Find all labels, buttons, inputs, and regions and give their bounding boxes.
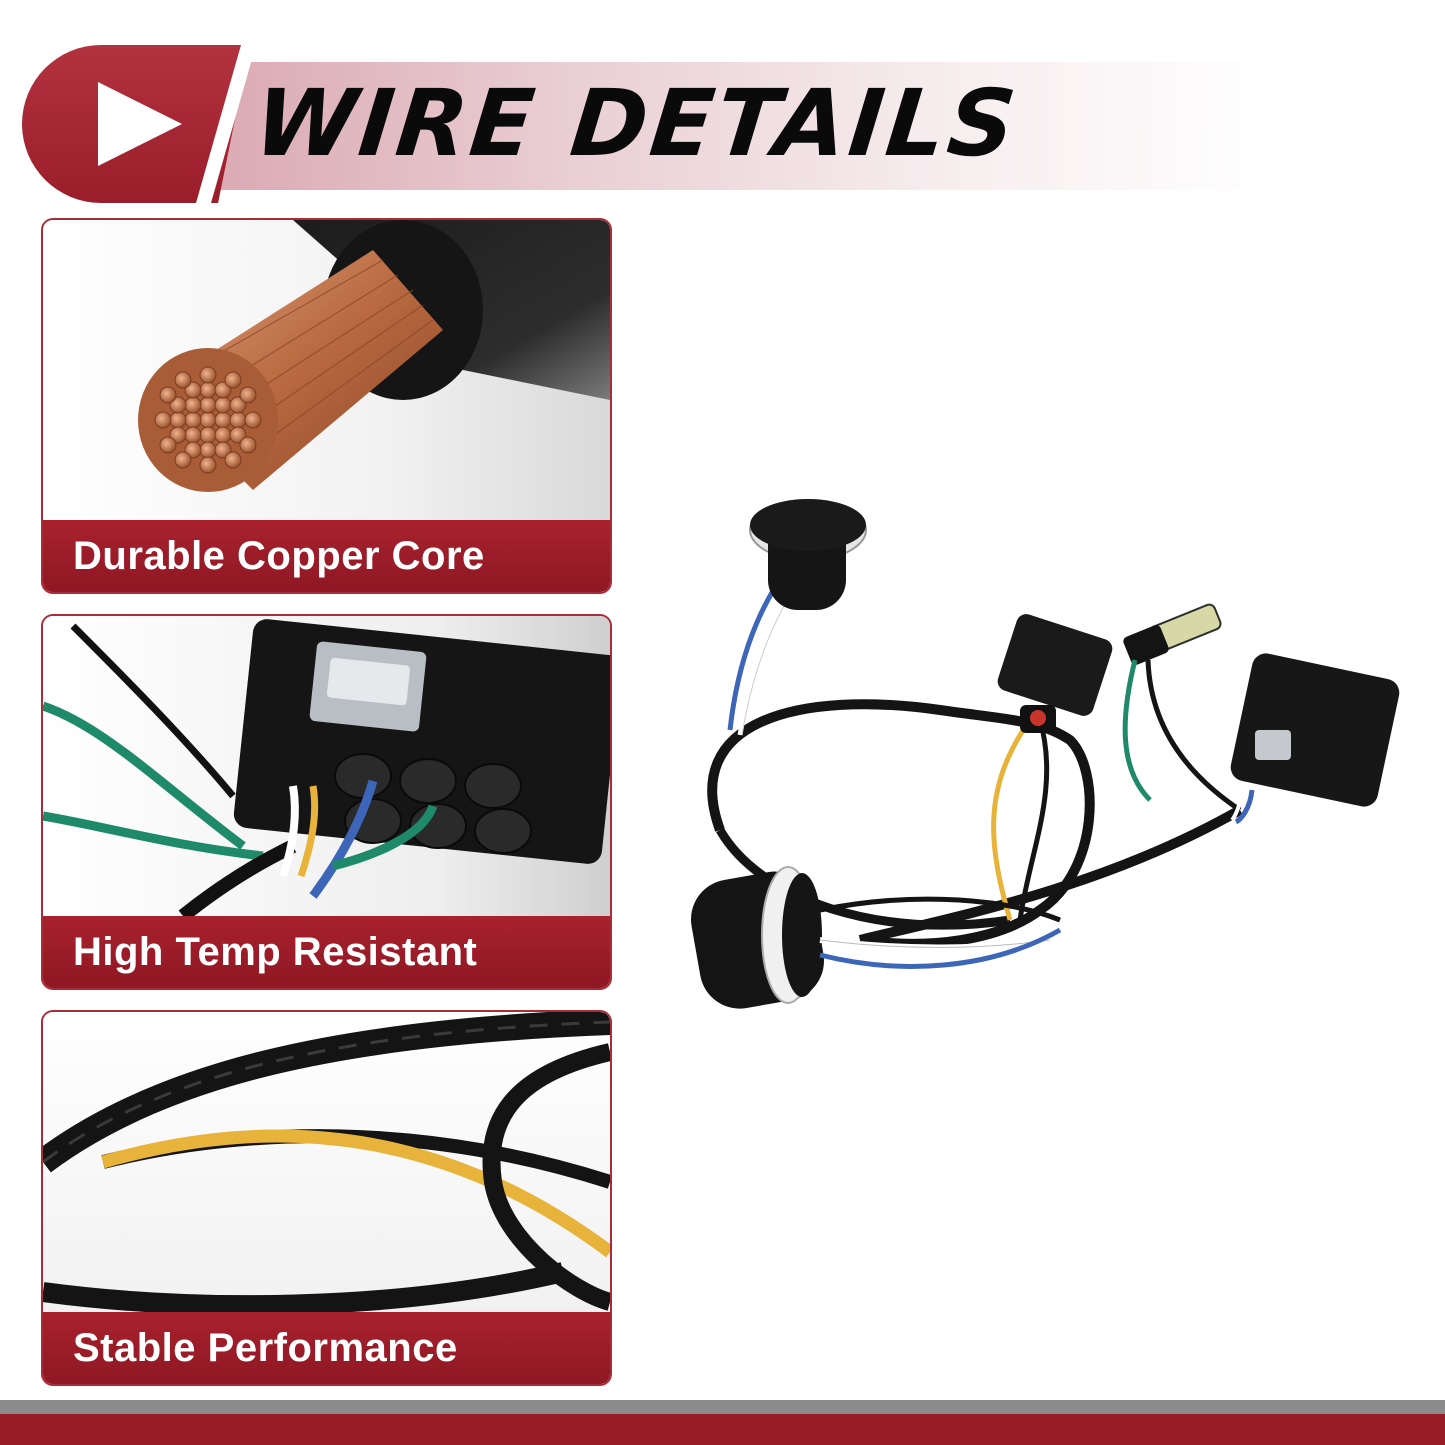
wrapped-wire-photo <box>43 1012 610 1312</box>
header-banner-background <box>150 62 1270 190</box>
feature-label-temp: High Temp Resistant <box>73 930 478 974</box>
play-icon <box>98 82 182 166</box>
feature-card-stable: Stable Performance <box>41 1010 612 1386</box>
footer-stripe <box>0 1400 1445 1414</box>
feature-label-stable: Stable Performance <box>73 1326 458 1370</box>
feature-label-bar: Stable Performance <box>43 1312 610 1384</box>
feature-label-bar: High Temp Resistant <box>43 916 610 988</box>
feature-card-temp: High Temp Resistant <box>41 614 612 990</box>
connector-closeup-photo <box>43 616 610 916</box>
footer-bar <box>0 1414 1445 1445</box>
page-title: WIRE DETAILS <box>249 70 1024 177</box>
feature-card-copper: Durable Copper Core <box>41 218 612 594</box>
feature-label-bar: Durable Copper Core <box>43 520 610 592</box>
copper-strand-photo <box>43 220 610 520</box>
wiring-harness-product-image <box>691 499 1400 1009</box>
feature-label-copper: Durable Copper Core <box>73 534 485 578</box>
